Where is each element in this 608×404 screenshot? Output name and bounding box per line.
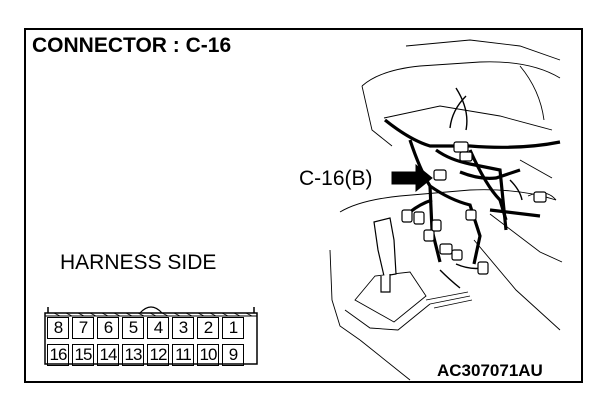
pin-11: 11 (172, 344, 194, 366)
connector-housing (44, 306, 258, 365)
connector-title: CONNECTOR : C-16 (32, 34, 232, 57)
pin-14: 14 (97, 344, 119, 366)
pin-12: 12 (147, 344, 169, 366)
pin-8: 8 (47, 317, 69, 339)
pin-6: 6 (97, 317, 119, 339)
shift-lever (373, 217, 397, 293)
pin-row-top: 8 7 6 5 4 3 2 1 (47, 317, 247, 339)
pin-7: 7 (72, 317, 94, 339)
harness-connectors (401, 141, 547, 275)
harness-side-label: HARNESS SIDE (60, 251, 217, 274)
diagram-frame (24, 28, 583, 383)
carpet-hatching (425, 291, 473, 309)
pin-13: 13 (122, 344, 144, 366)
pin-16: 16 (47, 344, 69, 366)
pin-5: 5 (122, 317, 144, 339)
pin-2: 2 (197, 317, 219, 339)
pin-3: 3 (172, 317, 194, 339)
wiring-harness (384, 118, 561, 265)
pin-15: 15 (72, 344, 94, 366)
pin-9: 9 (222, 344, 244, 366)
pin-4: 4 (147, 317, 169, 339)
pin-1: 1 (222, 317, 244, 339)
pin-row-bottom: 16 15 14 13 12 11 10 9 (47, 344, 247, 366)
callout-arrow (391, 163, 433, 193)
pin-10: 10 (197, 344, 219, 366)
connector-callout-label: C-16(B) (299, 167, 373, 190)
connector-pinout: 8 7 6 5 4 3 2 1 16 15 14 13 12 11 10 9 (44, 303, 258, 366)
console-outline (329, 39, 563, 381)
figure-code: AC307071AU (437, 361, 543, 380)
